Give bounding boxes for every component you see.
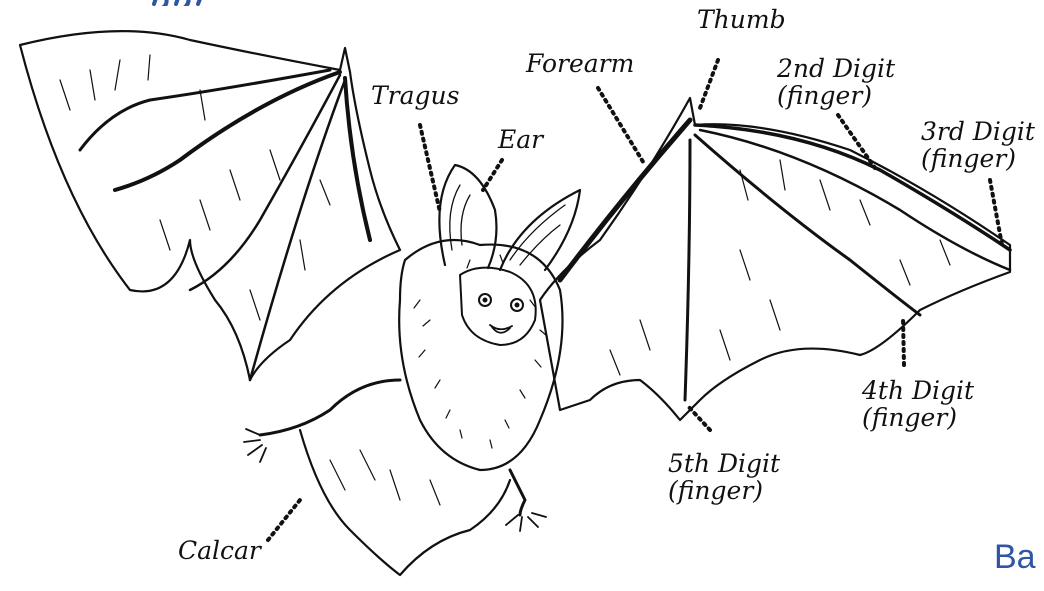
label-tragus: Tragus (371, 82, 459, 109)
tail-membrane (300, 430, 510, 575)
left-wing-bone-5 (250, 80, 345, 380)
left-ear (439, 165, 496, 268)
label-thumb: Thumb (697, 6, 786, 33)
label-2nd-digit-line2: (finger) (777, 82, 895, 109)
label-ear: Ear (498, 126, 543, 153)
label-2nd-digit-line1: 2nd Digit (777, 55, 895, 82)
leader-calcar (268, 500, 300, 540)
leader-ear (483, 160, 502, 190)
left-wing-bone-1 (115, 72, 340, 190)
label-3rd-digit-line2: (finger) (921, 145, 1035, 172)
label-4th-digit-line2: (finger) (862, 404, 974, 431)
label-5th-digit-line1: 5th Digit (668, 450, 780, 477)
leader-forearm (598, 88, 645, 165)
label-2nd-digit: 2nd Digit (finger) (777, 55, 895, 109)
label-3rd-digit-line1: 3rd Digit (921, 118, 1035, 145)
label-3rd-digit: 3rd Digit (finger) (921, 118, 1035, 172)
bat-head (460, 268, 536, 345)
label-5th-digit-line2: (finger) (668, 477, 780, 504)
label-4th-digit-line1: 4th Digit (862, 377, 974, 404)
bat-body (399, 240, 562, 470)
leader-tragus (420, 125, 440, 212)
right-wing-forearm (560, 120, 690, 280)
cropped-bottom-right-text: Ba (994, 538, 1036, 577)
right-wing-digit5 (685, 140, 690, 400)
leader-thumb (700, 60, 718, 108)
leader-5th-digit (687, 405, 710, 430)
left-wing-bone-2 (80, 70, 330, 150)
label-forearm: Forearm (526, 50, 634, 77)
left-leg (260, 380, 400, 435)
right-leg (510, 470, 525, 515)
label-5th-digit: 5th Digit (finger) (668, 450, 780, 504)
label-calcar: Calcar (178, 537, 261, 564)
label-4th-digit: 4th Digit (finger) (862, 377, 974, 431)
bat-mouth (490, 325, 512, 333)
